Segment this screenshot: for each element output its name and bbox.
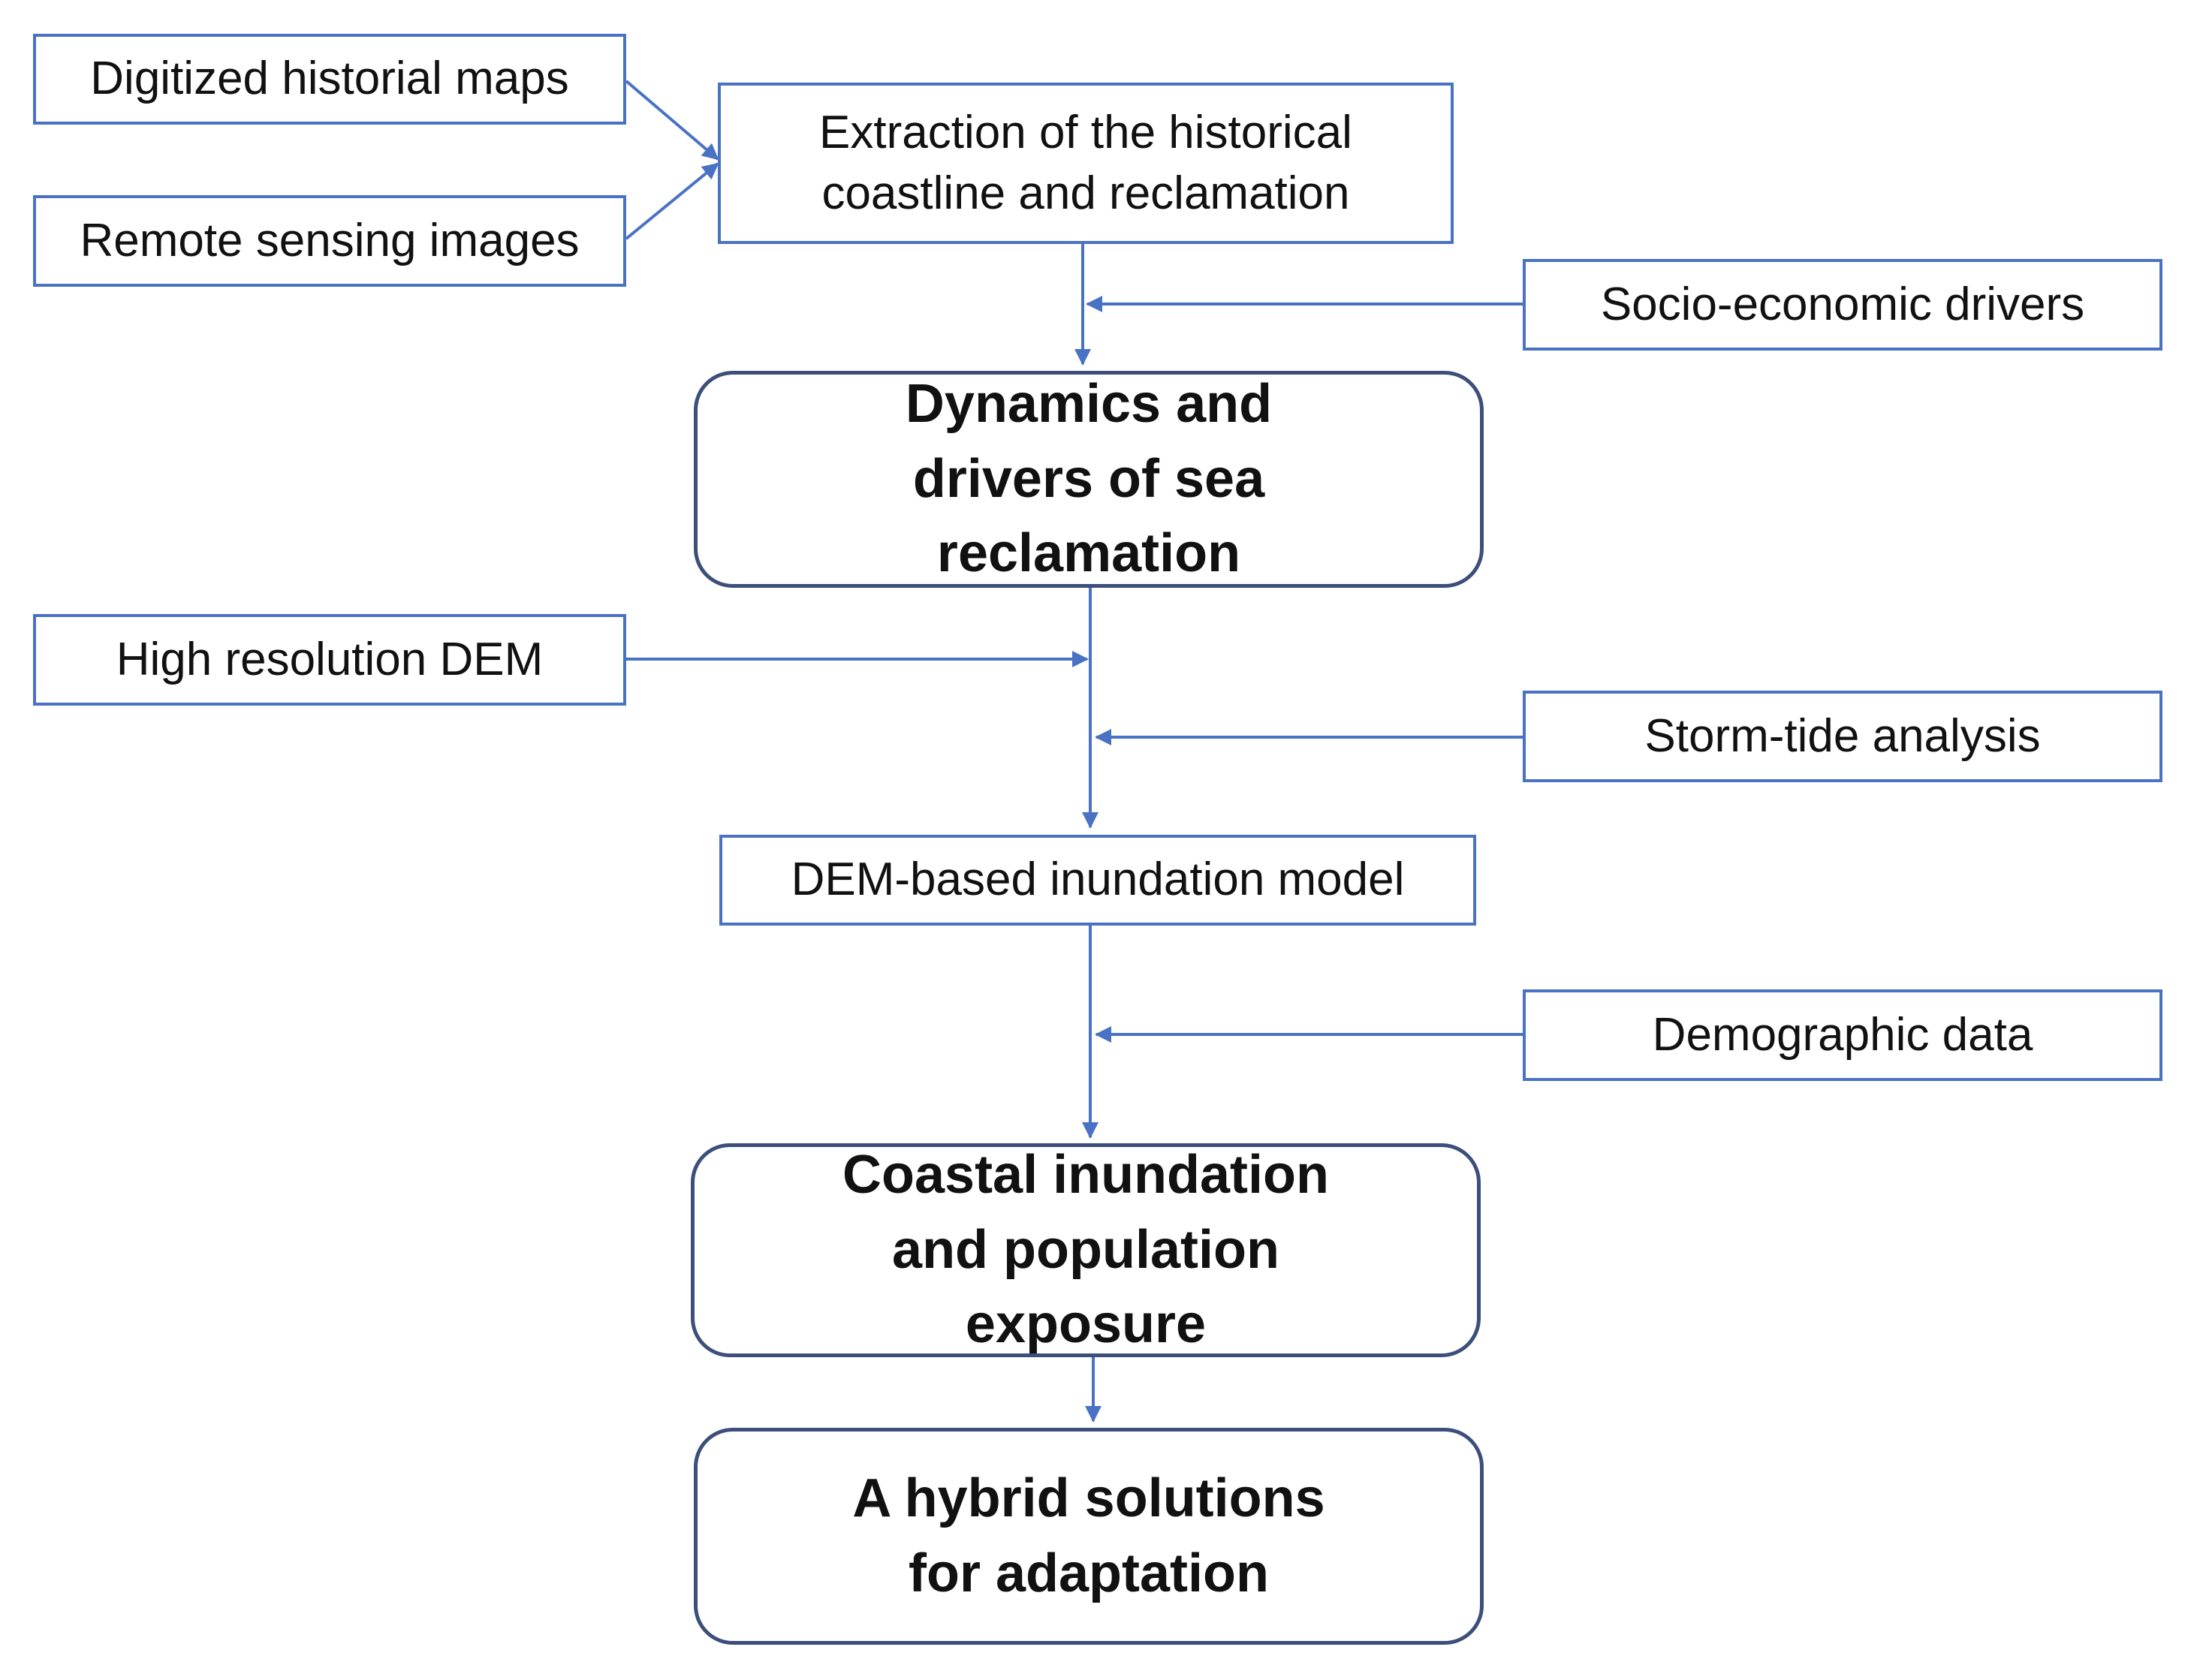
node-socio-economic-label: Socio-economic drivers bbox=[1600, 278, 2085, 330]
node-storm-tide-label: Storm-tide analysis bbox=[1644, 709, 2041, 762]
node-digitized-maps: Digitized historial maps bbox=[33, 34, 626, 125]
node-dem-model: DEM-based inundation model bbox=[719, 835, 1476, 926]
edge-digitized-maps-to-extraction bbox=[625, 80, 719, 161]
node-storm-tide: Storm-tide analysis bbox=[1523, 691, 2162, 782]
edge-remote-sensing-to-extraction bbox=[625, 162, 719, 240]
node-inundation-exposure: Coastal inundation and population exposu… bbox=[691, 1143, 1481, 1357]
node-dynamics: Dynamics and drivers of sea reclamation bbox=[694, 371, 1484, 588]
node-high-res-dem-label: High resolution DEM bbox=[116, 633, 544, 685]
node-high-res-dem: High resolution DEM bbox=[33, 614, 626, 706]
node-demographic-label: Demographic data bbox=[1652, 1008, 2033, 1061]
node-demographic: Demographic data bbox=[1523, 989, 2162, 1081]
node-socio-economic: Socio-economic drivers bbox=[1523, 259, 2162, 351]
node-hybrid-solutions: A hybrid solutions for adaptation bbox=[694, 1428, 1484, 1645]
node-hybrid-solutions-label: A hybrid solutions for adaptation bbox=[852, 1468, 1325, 1603]
node-extraction: Extraction of the historical coastline a… bbox=[718, 83, 1454, 244]
node-inundation-exposure-label: Coastal inundation and population exposu… bbox=[842, 1145, 1329, 1355]
node-dem-model-label: DEM-based inundation model bbox=[791, 854, 1405, 906]
node-digitized-maps-label: Digitized historial maps bbox=[90, 53, 569, 105]
node-extraction-label: Extraction of the historical coastline a… bbox=[819, 106, 1352, 219]
node-remote-sensing: Remote sensing images bbox=[33, 195, 626, 287]
node-dynamics-label: Dynamics and drivers of sea reclamation bbox=[905, 374, 1273, 584]
node-remote-sensing-label: Remote sensing images bbox=[80, 214, 580, 266]
